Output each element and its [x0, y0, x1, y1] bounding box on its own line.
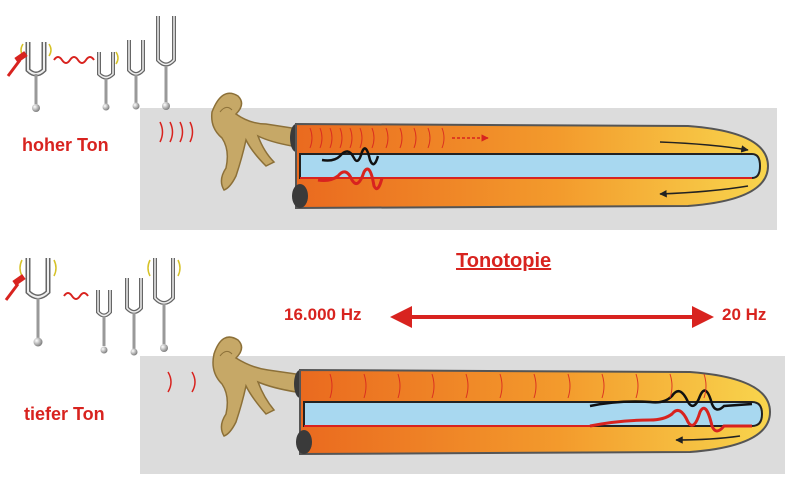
low-frequency-label: 20 Hz — [722, 305, 767, 324]
sound-wave-icon — [53, 56, 95, 64]
tuning-fork-icon — [19, 258, 57, 347]
cochlea-tube-top — [292, 122, 770, 210]
bottom-panel — [4, 258, 785, 474]
tuning-fork-icon — [125, 278, 143, 356]
cochlea-tube-bottom — [296, 368, 772, 456]
tuning-fork-icon — [147, 258, 181, 352]
double-arrow-icon — [390, 306, 714, 328]
sound-wave-icon — [167, 371, 196, 393]
tonotopy-title: Tonotopie — [456, 250, 552, 272]
hammer-icon — [6, 51, 28, 77]
tuning-fork-icon — [156, 16, 176, 110]
low-tone-label: tiefer Ton — [24, 404, 105, 424]
high-tone-label: hoher Ton — [22, 135, 109, 155]
tuning-fork-icon — [96, 290, 112, 354]
top-panel — [6, 16, 777, 230]
sound-wave-icon — [63, 292, 89, 300]
sound-wave-icon — [159, 121, 194, 143]
tuning-fork-icon — [127, 40, 145, 110]
tuning-fork-icon — [20, 42, 52, 112]
tuning-fork-icon — [97, 51, 119, 111]
hammer-icon — [4, 274, 26, 301]
high-frequency-label: 16.000 Hz — [284, 305, 362, 324]
